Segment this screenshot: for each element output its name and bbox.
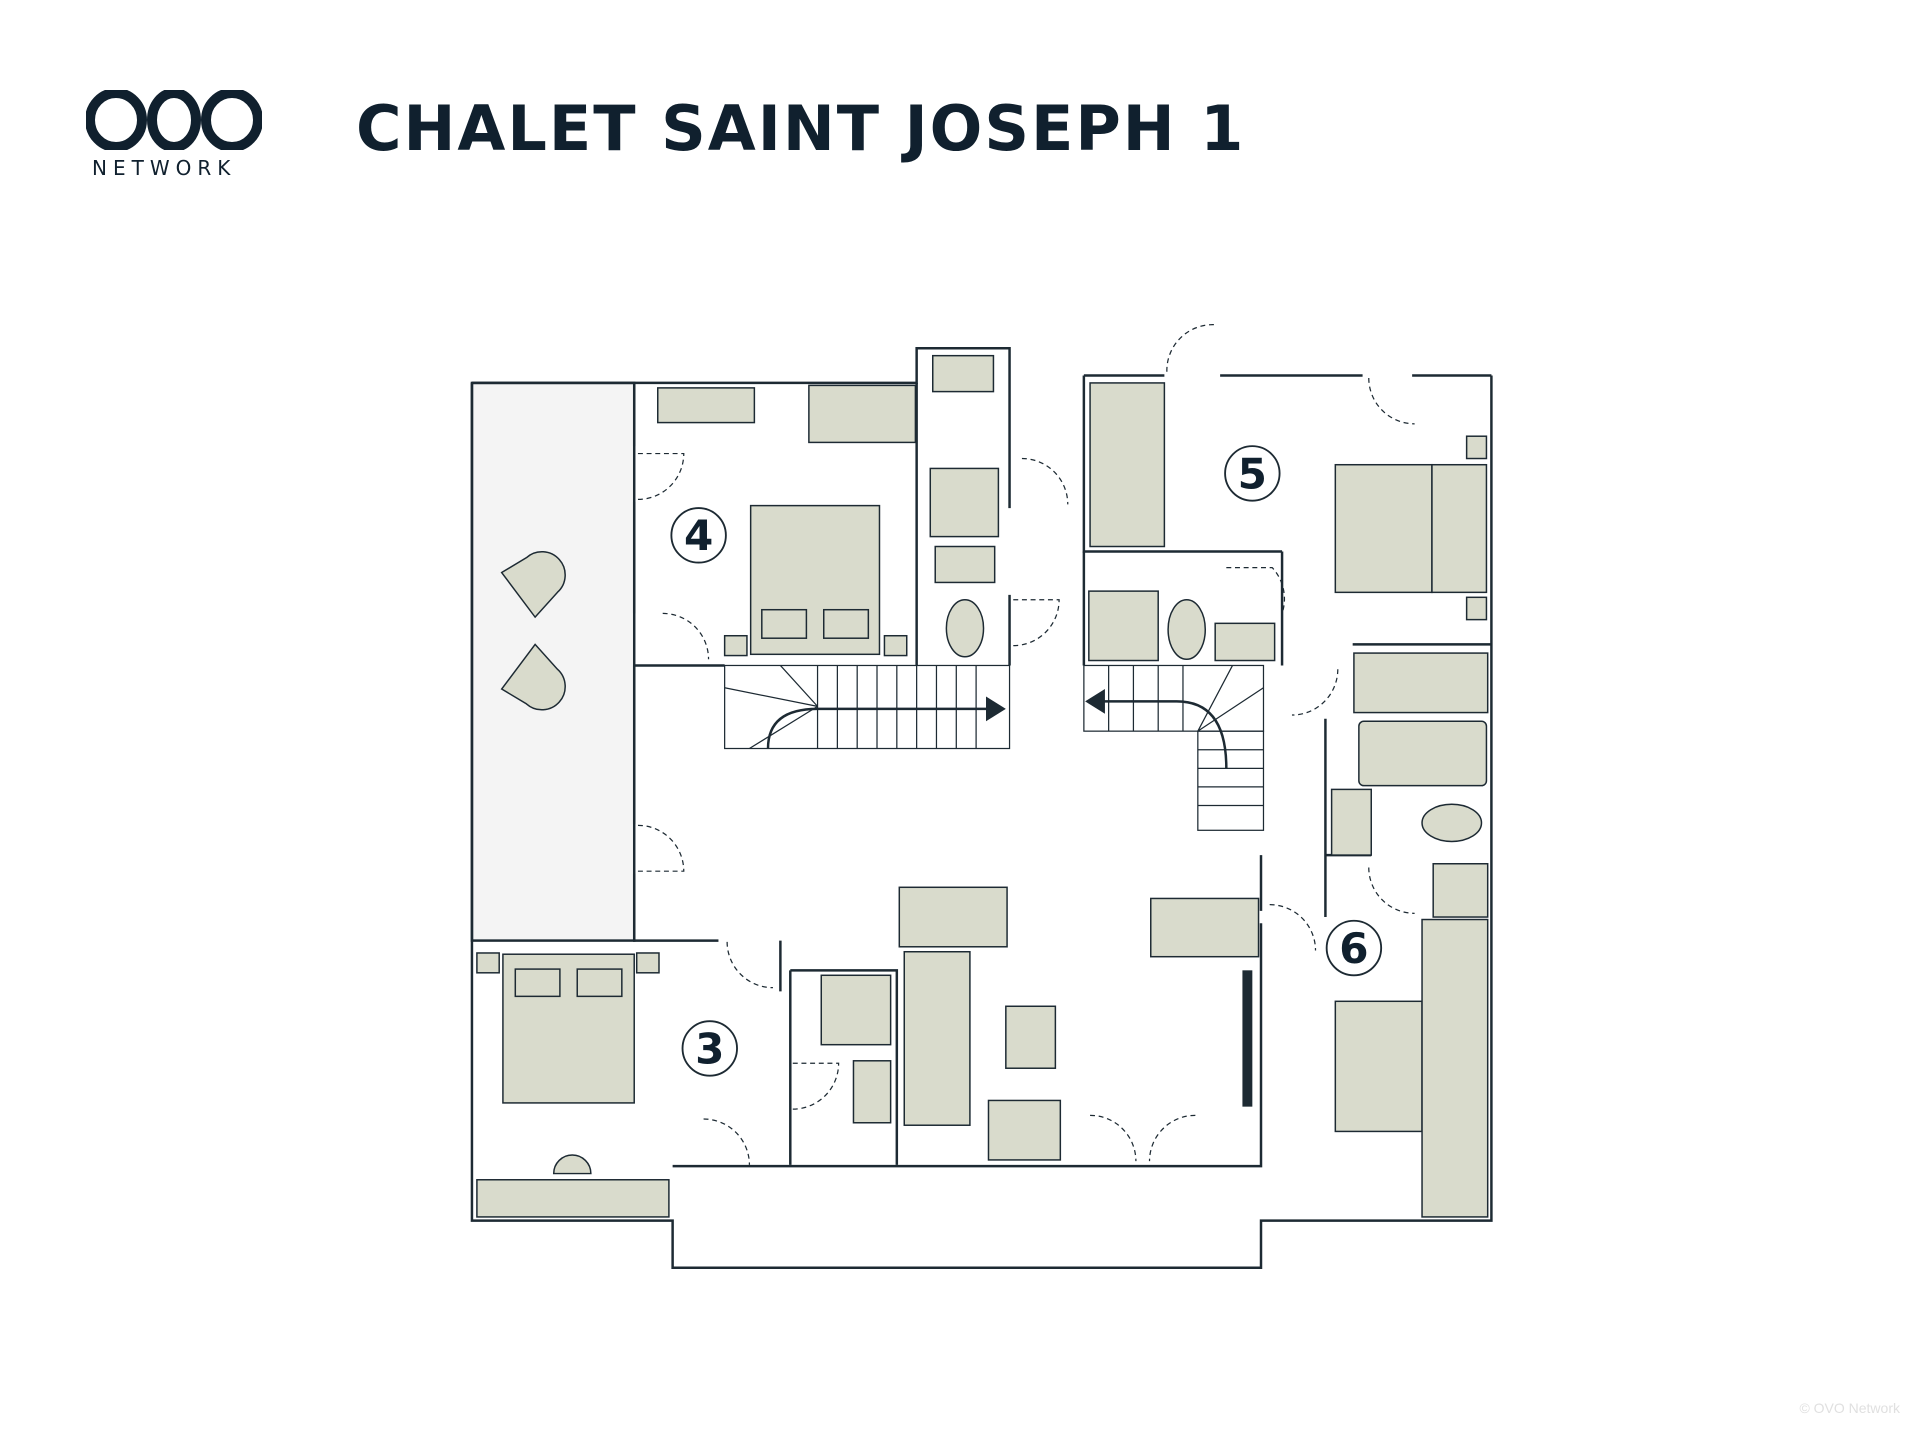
bed bbox=[1334, 463, 1433, 594]
walls bbox=[470, 346, 1493, 1269]
tv bbox=[1242, 970, 1253, 1107]
page-title: CHALET SAINT JOSEPH 1 bbox=[356, 92, 1246, 165]
terrace bbox=[470, 381, 636, 942]
stairs bbox=[724, 664, 1265, 831]
doors bbox=[637, 324, 1415, 1165]
room-number-4: 4 bbox=[684, 511, 713, 560]
copyright-text: © OVO Network bbox=[1799, 1400, 1900, 1416]
sofa bbox=[903, 950, 971, 1126]
bed bbox=[1089, 382, 1166, 548]
room-labels: 3 4 5 6 bbox=[670, 445, 1383, 1077]
ovo-logo bbox=[86, 90, 262, 150]
terrace-chair bbox=[500, 551, 566, 619]
room-number-6: 6 bbox=[1339, 924, 1368, 973]
bed bbox=[1334, 1000, 1423, 1133]
logo-text: NETWORK bbox=[92, 156, 237, 180]
room-number-3: 3 bbox=[695, 1024, 724, 1073]
terrace-chair bbox=[500, 643, 566, 711]
furniture bbox=[476, 354, 1489, 1218]
bunk-bed bbox=[1421, 918, 1489, 1218]
room-number-5: 5 bbox=[1238, 449, 1267, 498]
